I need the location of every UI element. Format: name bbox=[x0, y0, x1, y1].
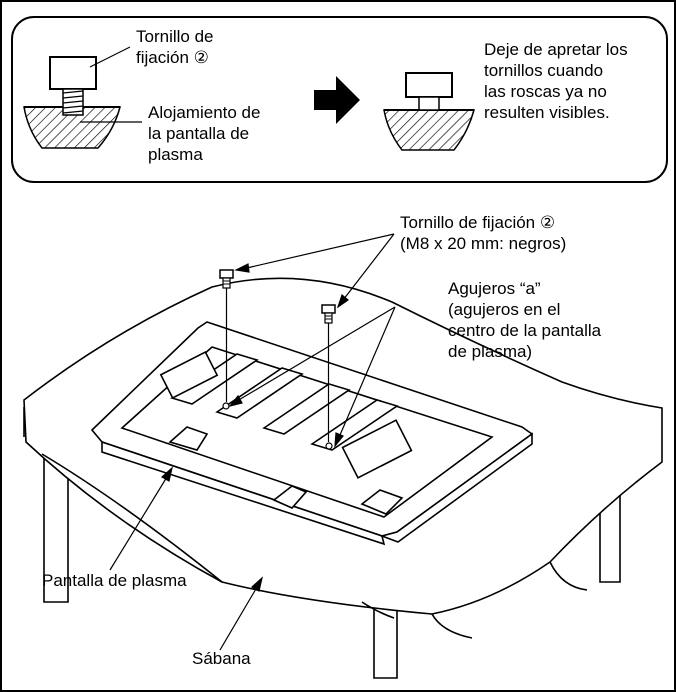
fixing-screw-2 bbox=[321, 304, 336, 442]
screw-thread-left bbox=[62, 88, 84, 116]
holes-a-label: Agujeros “a” (agujeros en el centro de l… bbox=[448, 279, 602, 361]
stop-tightening-note: Deje de apretar los tornillos cuando las… bbox=[484, 40, 628, 122]
screw-head-right bbox=[405, 72, 453, 98]
screw-threads-visible-illustration bbox=[23, 46, 142, 149]
fixing-screw-label-main: Tornillo de fijación ② (M8 x 20 mm: negr… bbox=[400, 213, 567, 253]
arrow-right-icon bbox=[314, 76, 360, 124]
screw-tightened-illustration bbox=[383, 72, 475, 151]
screw-neck-right bbox=[418, 96, 440, 111]
sheet-label: Sábana bbox=[192, 649, 251, 668]
table-leg-front-left bbox=[43, 454, 69, 603]
leader-arrows bbox=[109, 233, 396, 651]
fixing-screw-1 bbox=[219, 269, 234, 402]
fixing-screw-label-top: Tornillo de fijación ② bbox=[136, 27, 214, 67]
detail-panel-frame bbox=[11, 16, 668, 183]
plasma-panel-rear bbox=[90, 321, 534, 546]
housing-section-right bbox=[383, 109, 475, 151]
housing-section-left bbox=[23, 106, 121, 149]
screw-head-left bbox=[49, 56, 97, 90]
hole-a-2 bbox=[325, 442, 333, 450]
housing-label: Alojamiento de la pantalla de plasma bbox=[148, 103, 261, 164]
hole-a-1 bbox=[222, 402, 230, 410]
plasma-panel-label: Pantalla de plasma bbox=[42, 571, 187, 590]
